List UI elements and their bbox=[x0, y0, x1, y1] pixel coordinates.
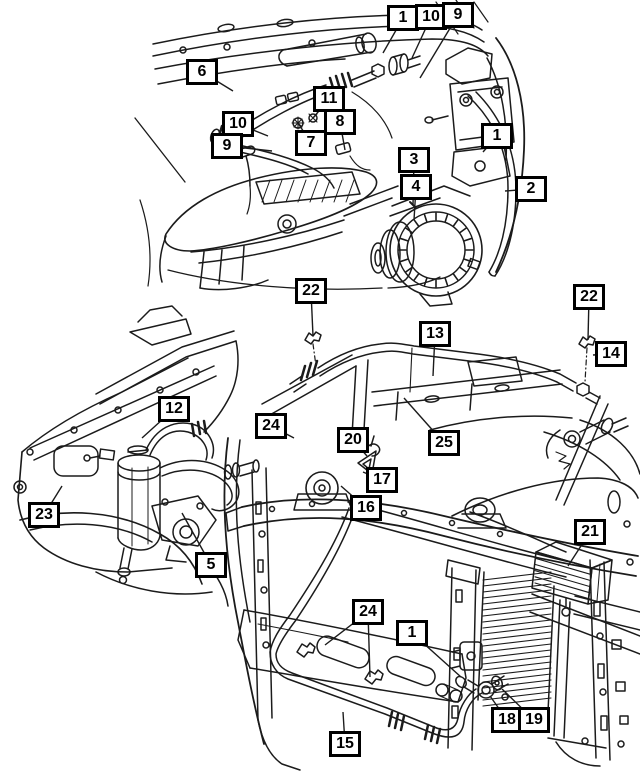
callout-1[interactable]: 1 bbox=[396, 620, 428, 646]
callout-24[interactable]: 24 bbox=[255, 413, 287, 439]
callout-9[interactable]: 9 bbox=[442, 2, 474, 28]
callout-1[interactable]: 1 bbox=[481, 123, 513, 149]
liquid-line-15 bbox=[269, 507, 483, 745]
callout-20[interactable]: 20 bbox=[337, 427, 369, 453]
callout-3[interactable]: 3 bbox=[398, 147, 430, 173]
callout-5[interactable]: 5 bbox=[195, 552, 227, 578]
callout-6[interactable]: 6 bbox=[186, 59, 218, 85]
callout-11[interactable]: 11 bbox=[313, 86, 345, 112]
alternator bbox=[343, 185, 483, 307]
bottom-view-front-end bbox=[13, 305, 640, 771]
callout-21[interactable]: 21 bbox=[574, 519, 606, 545]
callout-7[interactable]: 7 bbox=[295, 130, 327, 156]
callout-14[interactable]: 14 bbox=[595, 341, 627, 367]
callout-22[interactable]: 22 bbox=[573, 284, 605, 310]
callout-25[interactable]: 25 bbox=[428, 430, 460, 456]
liquid-line-13 bbox=[289, 342, 601, 405]
radiator-support-frame bbox=[223, 415, 640, 771]
callout-19[interactable]: 19 bbox=[518, 707, 550, 733]
service-port-fittings bbox=[455, 675, 509, 701]
retaining-clips bbox=[296, 331, 596, 685]
callout-17[interactable]: 17 bbox=[366, 467, 398, 493]
condenser-core bbox=[477, 571, 555, 713]
callout-2[interactable]: 2 bbox=[515, 176, 547, 202]
callout-23[interactable]: 23 bbox=[28, 502, 60, 528]
callout-18[interactable]: 18 bbox=[491, 707, 523, 733]
inner-fender-apron bbox=[13, 305, 239, 607]
lower-crossmember bbox=[237, 609, 467, 703]
callout-16[interactable]: 16 bbox=[350, 495, 382, 521]
accumulator-drier bbox=[83, 419, 260, 585]
callout-13[interactable]: 13 bbox=[419, 321, 451, 347]
callout-9[interactable]: 9 bbox=[211, 133, 243, 159]
callout-12[interactable]: 12 bbox=[158, 396, 190, 422]
callout-15[interactable]: 15 bbox=[329, 731, 361, 757]
transmission-cooler bbox=[531, 541, 613, 617]
callout-22[interactable]: 22 bbox=[295, 278, 327, 304]
callout-24[interactable]: 24 bbox=[352, 599, 384, 625]
callout-4[interactable]: 4 bbox=[400, 174, 432, 200]
callout-8[interactable]: 8 bbox=[324, 109, 356, 135]
